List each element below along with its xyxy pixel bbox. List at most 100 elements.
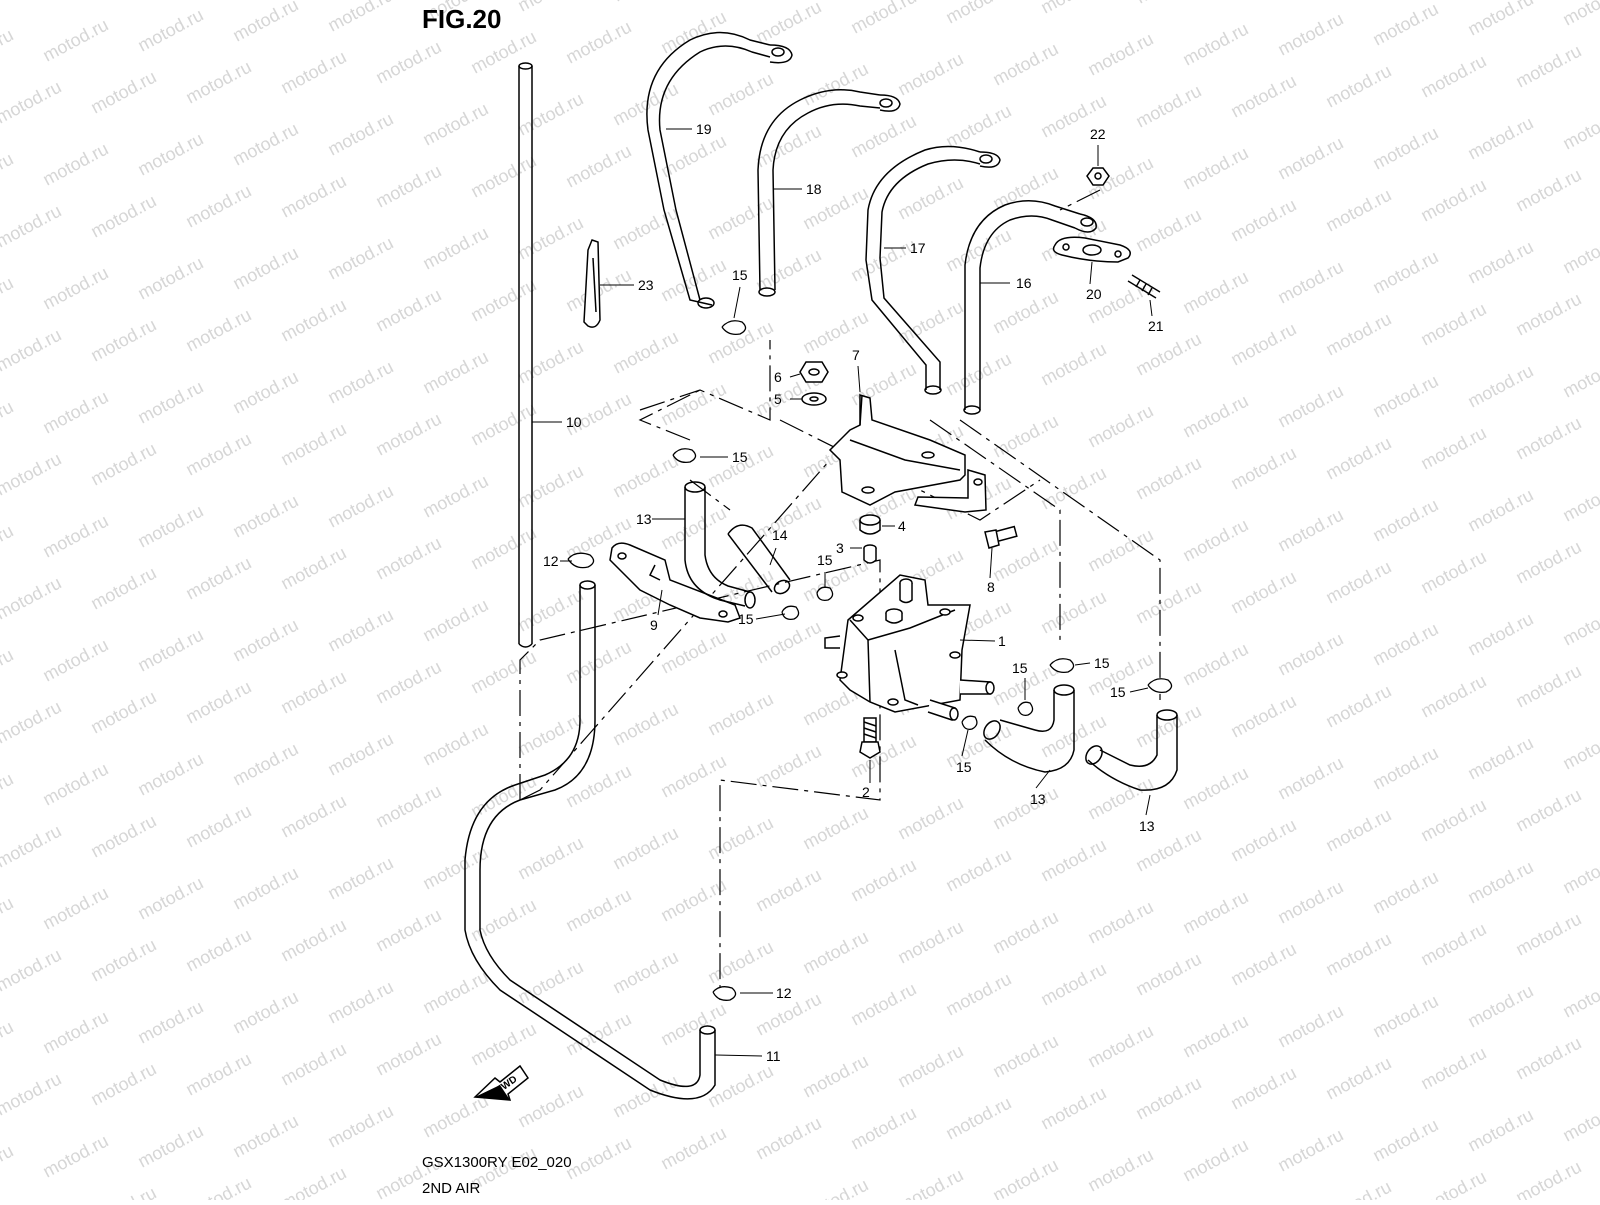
watermark-text: motod.ru — [0, 1069, 65, 1120]
part-1-reed-valve — [824, 574, 995, 721]
watermark-text: motod.ru — [134, 377, 206, 428]
watermark-text: motod.ru — [609, 0, 681, 6]
watermark-text: motod.ru — [39, 1007, 111, 1058]
part-9-bracket — [609, 542, 741, 623]
watermark-text: motod.ru — [1322, 61, 1394, 112]
watermark-text: motod.ru — [372, 409, 444, 460]
watermark-text: motod.ru — [277, 667, 349, 718]
watermark-text: motod.ru — [704, 813, 776, 864]
watermark-text: motod.ru — [609, 823, 681, 874]
part-5-washer — [801, 392, 827, 406]
part-3-collar — [863, 544, 877, 564]
watermark-text: motod.ru — [1417, 795, 1489, 846]
watermark-text: motod.ru — [277, 295, 349, 346]
watermark-text: motod.ru — [1417, 423, 1489, 474]
assembly-leader-lines — [519, 189, 1161, 1000]
watermark-text: motod.ru — [0, 25, 17, 76]
watermark-text: motod.ru — [419, 595, 491, 646]
watermark-text: motod.ru — [1084, 29, 1156, 80]
watermark-text: motod.ru — [657, 503, 729, 554]
watermark-text: motod.ru — [372, 533, 444, 584]
watermark-text: motod.ru — [134, 873, 206, 924]
callout-label: 3 — [836, 540, 844, 556]
watermark-text: motod.ru — [1369, 123, 1441, 174]
watermark-text: motod.ru — [514, 461, 586, 512]
callout-layer: 1234567891011121213131314151515151515151… — [532, 121, 1164, 1064]
watermark-text: motod.ru — [1464, 733, 1536, 784]
watermark-text: motod.ru — [182, 57, 254, 108]
watermark-text: motod.ru — [1227, 71, 1299, 122]
watermark-text: motod.ru — [1322, 805, 1394, 856]
watermark-text: motod.ru — [1369, 619, 1441, 670]
watermark-text: motod.ru — [1369, 371, 1441, 422]
watermark-text: motod.ru — [1417, 671, 1489, 722]
watermark-text: motod.ru — [514, 213, 586, 264]
watermark-text: motod.ru — [1179, 887, 1251, 938]
watermark-text: motod.ru — [1084, 1021, 1156, 1072]
watermark-text: motod.ru — [514, 585, 586, 636]
watermark-text: motod.ru — [1274, 9, 1346, 60]
watermark-text: motod.ru — [562, 1009, 634, 1060]
watermark-text: motod.ru — [229, 863, 301, 914]
watermark-text: motod.ru — [87, 191, 159, 242]
callout-leader — [755, 613, 786, 620]
watermark-text: motod.ru — [277, 419, 349, 470]
watermark-text: motod.ru — [0, 201, 65, 252]
part-16-pipe — [963, 200, 1097, 415]
section-name: 2ND AIR — [422, 1180, 481, 1197]
watermark-text: motod.ru — [1369, 0, 1441, 50]
watermark-text: motod.ru — [847, 111, 919, 162]
watermark-text: motod.ru — [229, 243, 301, 294]
watermark-text: motod.ru — [1274, 877, 1346, 928]
watermark-text: motod.ru — [0, 945, 65, 996]
watermark-text: motod.ru — [1179, 639, 1251, 690]
callout-leader — [1129, 687, 1149, 693]
watermark-text: motod.ru — [847, 235, 919, 286]
watermark-text: motod.ru — [324, 357, 396, 408]
watermark-text: motod.ru — [799, 555, 871, 606]
watermark-text: motod.ru — [894, 49, 966, 100]
watermark-text: motod.ru — [1464, 237, 1536, 288]
callout-label: 12 — [776, 985, 792, 1001]
watermark-text: motod.ru — [1464, 361, 1536, 412]
watermark-text: motod.ru — [0, 77, 65, 128]
watermark-text: motod.ru — [609, 79, 681, 130]
watermark-text: motod.ru — [1322, 929, 1394, 980]
part-4-grommet — [859, 514, 881, 535]
watermark-text: motod.ru — [1274, 1125, 1346, 1176]
watermark-text: motod.ru — [1227, 939, 1299, 990]
watermark-text: motod.ru — [1464, 113, 1536, 164]
watermark-text: motod.ru — [1227, 319, 1299, 370]
watermark-text: motod.ru — [87, 315, 159, 366]
watermark-text: motod.ru — [0, 697, 65, 748]
watermark-text: motod.ru — [1084, 1145, 1156, 1196]
callout-label: 14 — [772, 527, 788, 543]
watermark-text: motod.ru — [324, 109, 396, 160]
watermark-text: motod.ru — [324, 977, 396, 1028]
watermark-text: motod.ru — [1274, 257, 1346, 308]
watermark-text: motod.ru — [0, 1017, 17, 1068]
fwd-arrow-icon: FWD — [473, 1064, 530, 1101]
watermark-text: motod.ru — [657, 875, 729, 926]
watermark-text: motod.ru — [87, 1059, 159, 1110]
watermark-text: motod.ru — [989, 1031, 1061, 1082]
watermark-text: motod.ru — [182, 801, 254, 852]
watermark-text: motod.ru — [1464, 1105, 1536, 1156]
watermark-text: motod.ru — [87, 687, 159, 738]
watermark-text: motod.ru — [467, 523, 539, 574]
watermark-text: motod.ru — [1417, 1043, 1489, 1094]
callout-label: 6 — [774, 369, 782, 385]
watermark-text: motod.ru — [134, 625, 206, 676]
figure-title: FIG.20 — [422, 4, 502, 34]
watermark-text: motod.ru — [1417, 1167, 1489, 1200]
watermark-text: motod.ru — [1084, 897, 1156, 948]
watermark-text: motod.ru — [39, 263, 111, 314]
watermark-text: motod.ru — [467, 647, 539, 698]
watermark-text: motod.ru — [419, 347, 491, 398]
watermark-text: motod.ru — [1417, 547, 1489, 598]
watermark-text: motod.ru — [277, 171, 349, 222]
watermark-text: motod.ru — [752, 1113, 824, 1164]
watermark-text: motod.ru — [1512, 165, 1584, 216]
